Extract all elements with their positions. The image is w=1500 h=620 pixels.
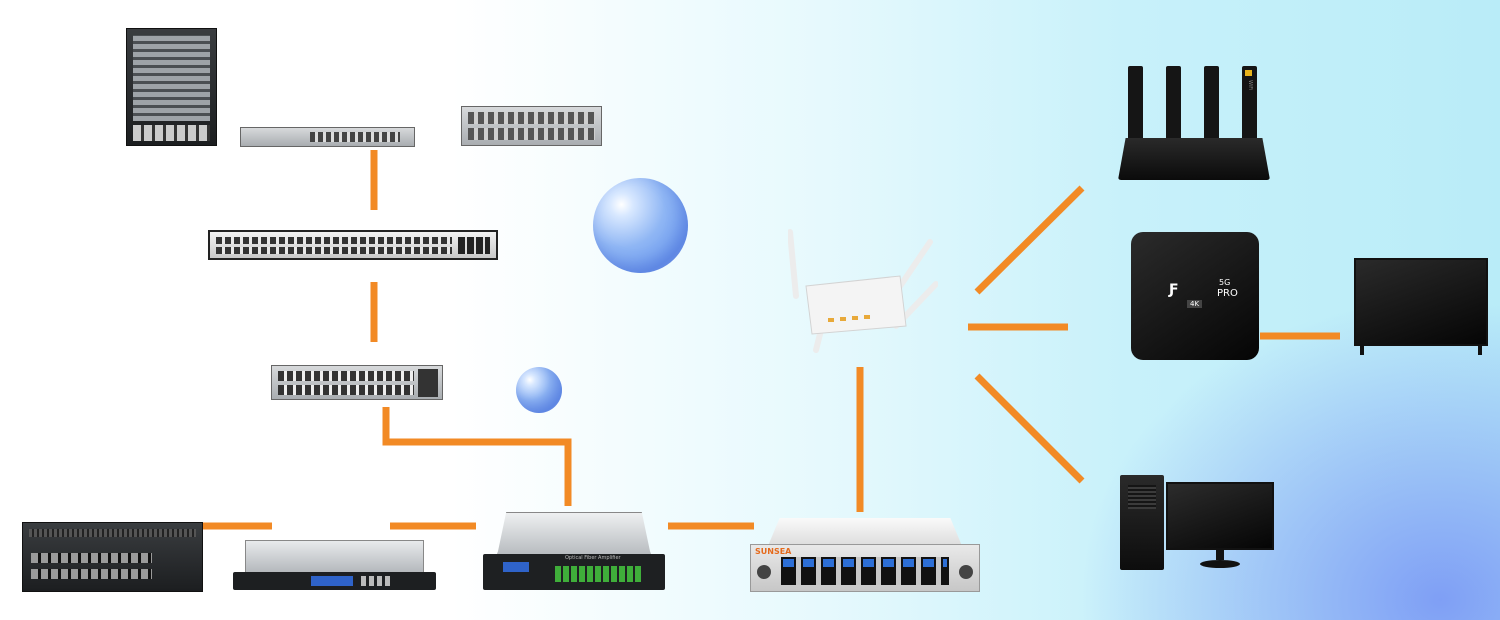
large-bubble (593, 178, 688, 273)
plc-splitter-icon: SUNSEA (750, 518, 980, 592)
link-aggregation-to-amplifier (382, 407, 572, 506)
tv-box-5g: 5G (1219, 278, 1231, 287)
wifi-router-icon: WiFi (1118, 66, 1270, 180)
link-onu-to-wifi-router (974, 185, 1085, 295)
olt-chassis-icon (461, 106, 602, 146)
television-icon (1354, 258, 1488, 356)
switch-48-port-icon (208, 230, 498, 260)
aggregation-switch-icon (271, 365, 443, 400)
optical-transmitter-icon (233, 540, 436, 590)
tv-box-4k: 4K (1187, 300, 1203, 308)
switch-icon (240, 127, 415, 147)
tv-box-logo-icon: Ƒ (1169, 282, 1179, 298)
splitter-brand: SUNSEA (755, 547, 792, 556)
amplifier-label: Optical Fiber Amplifier (565, 555, 621, 561)
desktop-pc-icon (1120, 475, 1274, 571)
tv-box-pro: PRO (1217, 288, 1238, 299)
wifi-badge: WiFi (1247, 80, 1253, 91)
chassis-router-icon (126, 28, 217, 146)
tv-box-icon: Ƒ 5G PRO 4K (1131, 232, 1259, 360)
small-bubble (516, 367, 562, 413)
encoder-rack-icon (22, 522, 203, 592)
onu-router-icon (787, 226, 939, 354)
link-onu-to-pc (974, 373, 1085, 484)
optical-fiber-amplifier-icon: Optical Fiber Amplifier (483, 512, 665, 590)
